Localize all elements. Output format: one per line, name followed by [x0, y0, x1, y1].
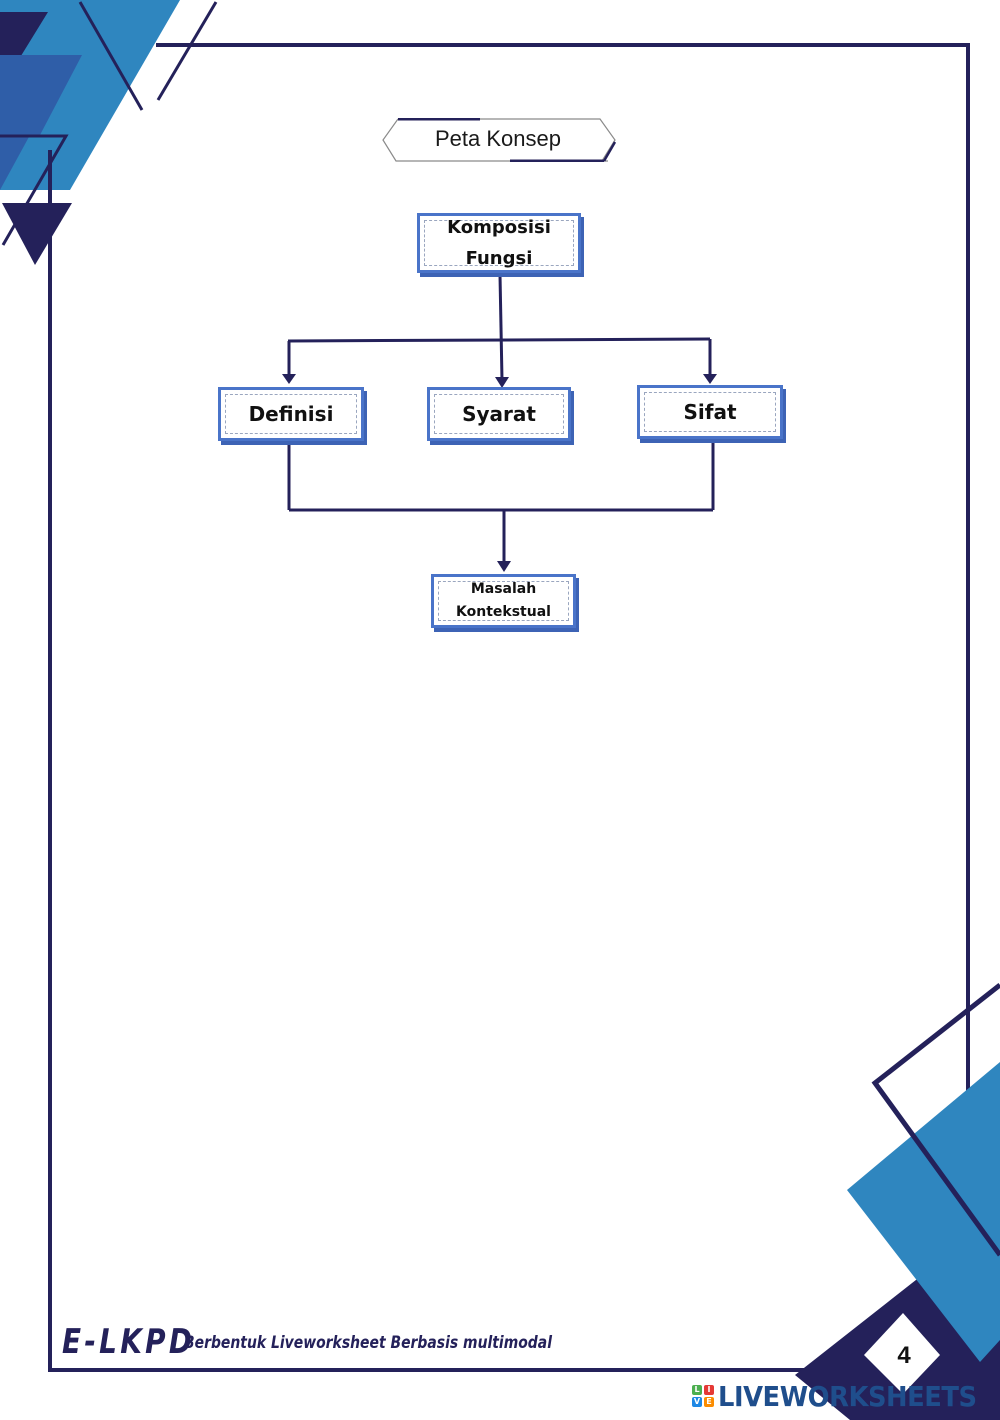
- node-syarat-label: Syarat: [462, 402, 536, 426]
- arrowheads: [282, 374, 717, 572]
- page-title: Peta Konsep: [435, 126, 561, 151]
- deco-line: [78, 1, 144, 111]
- deco-triangle-steel: [0, 0, 180, 190]
- banner-frame: [382, 118, 616, 162]
- concept-node-sifat: Sifat: [637, 385, 783, 439]
- connector-root-down: [498, 274, 504, 381]
- connector-horizontal-top: [287, 337, 711, 343]
- page-number-diamond: [864, 1313, 940, 1394]
- live-icon-l: L: [692, 1385, 702, 1395]
- arrowhead-sifat: [703, 374, 717, 384]
- node-definisi-label: Definisi: [248, 402, 334, 426]
- page-frame: [48, 150, 820, 1372]
- title-banner: Peta Konsep: [380, 118, 616, 162]
- live-icon-i: I: [704, 1385, 714, 1395]
- footer: E-LKPD Berbentuk Liveworksheet Berbasis …: [62, 1322, 552, 1362]
- node-sifat-label: Sifat: [683, 400, 737, 424]
- deco-triangle-mid: [0, 55, 82, 135]
- live-icon-v: V: [692, 1397, 702, 1407]
- liveworksheets-logo[interactable]: L I V E LIVEWORKSHEETS: [692, 1379, 999, 1413]
- arrowhead-syarat: [495, 377, 509, 388]
- deco-triangle-navy-down: [2, 203, 72, 265]
- live-icon-e: E: [704, 1397, 714, 1407]
- liveworksheets-text: LIVEWORKSHEETS: [718, 1379, 977, 1413]
- deco-line: [156, 1, 218, 101]
- arrowhead-definisi: [282, 374, 296, 384]
- concept-node-definisi: Definisi: [218, 387, 364, 441]
- page-number: 4: [897, 1342, 911, 1369]
- connectors: [287, 274, 715, 563]
- page-frame: [156, 43, 970, 1095]
- deco-triangle-mid-lower: [0, 135, 30, 190]
- deco-square-steel: [847, 1062, 1000, 1362]
- deco-square-outline: [871, 983, 1000, 1257]
- concept-node-syarat: Syarat: [427, 387, 571, 441]
- footer-brand: E-LKPD: [62, 1322, 196, 1362]
- arrowhead-masalah: [497, 561, 511, 572]
- live-icon: L I V E: [692, 1385, 714, 1407]
- footer-subtitle: Berbentuk Liveworksheet Berbasis multimo…: [184, 1333, 552, 1353]
